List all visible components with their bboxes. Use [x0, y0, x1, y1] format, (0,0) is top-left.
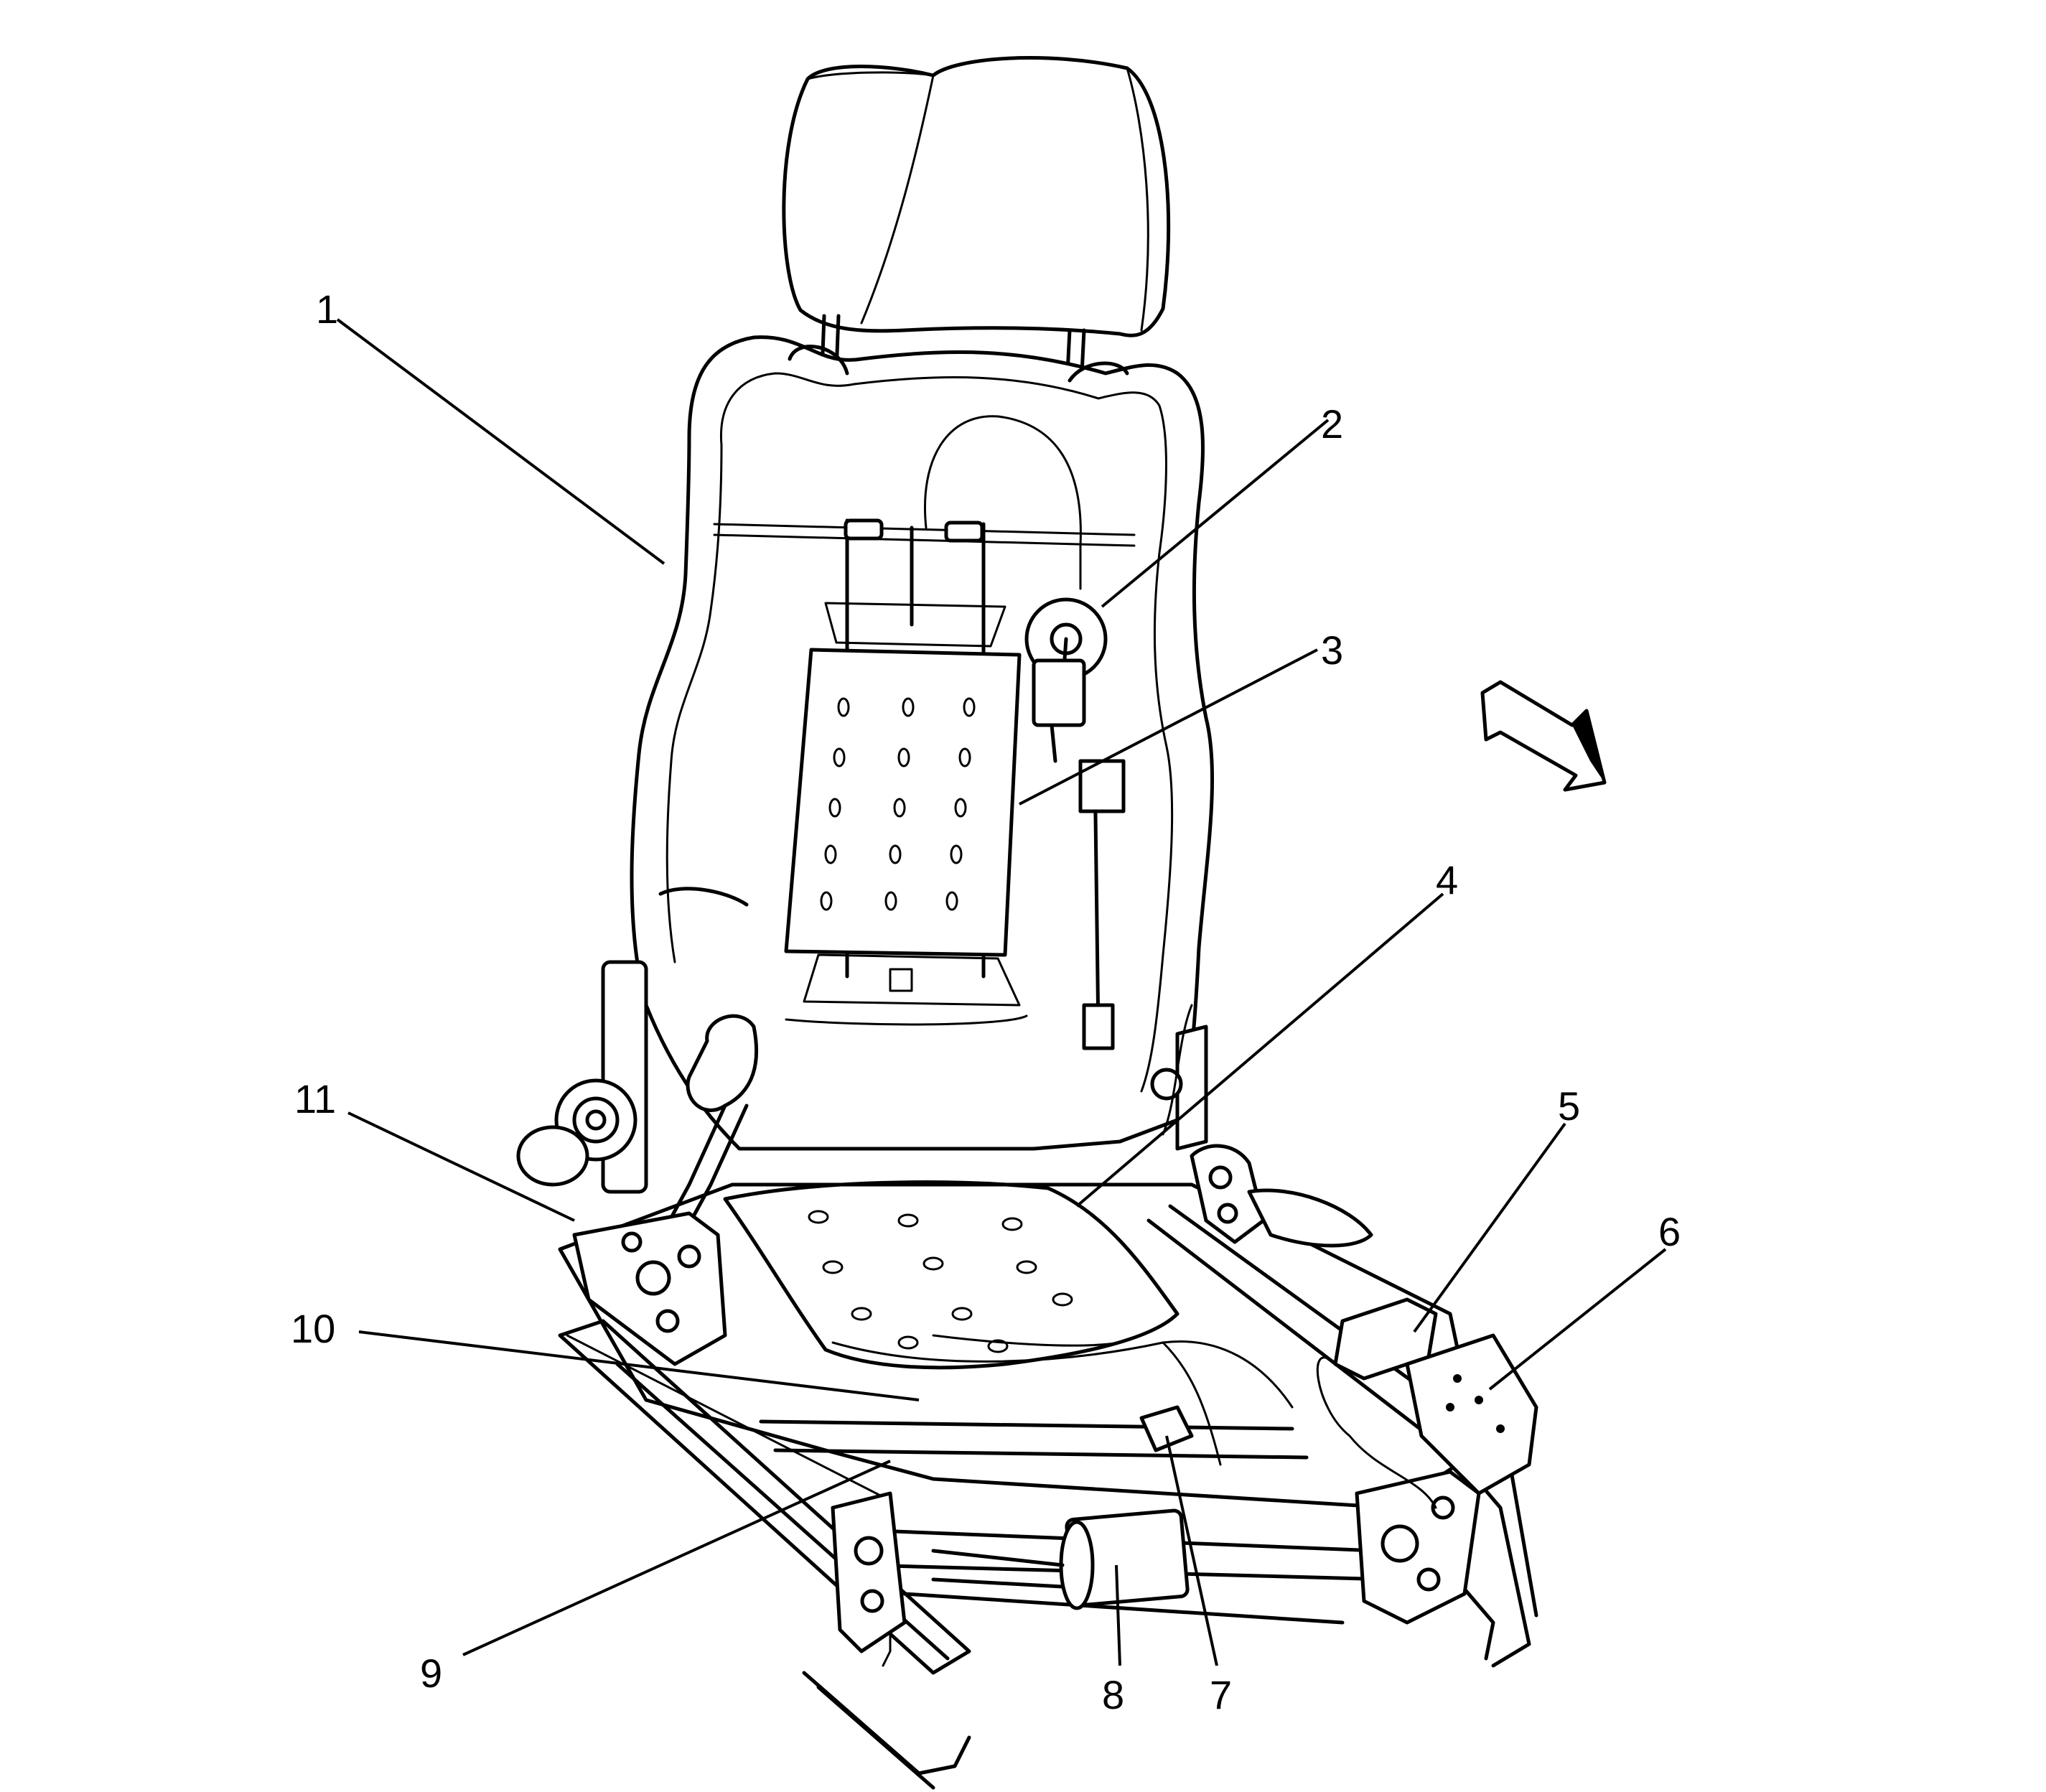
callout-7: 7 [1210, 1672, 1232, 1717]
lumbar-hole [828, 798, 841, 818]
lumbar-hole [945, 891, 958, 911]
seat-hole [1001, 1217, 1023, 1231]
seat-hole [822, 1260, 844, 1274]
lumbar-hole [833, 747, 846, 767]
lumbar-hole [837, 697, 850, 717]
headrest [782, 56, 1171, 337]
forward-direction-arrow-icon [1480, 680, 1607, 792]
recliner-pivot-left [516, 960, 759, 1294]
recliner-pivot-right [1150, 1004, 1208, 1151]
height-adjuster-motor [931, 1508, 1190, 1610]
callout-3: 3 [1321, 627, 1343, 673]
callout-6: 6 [1658, 1209, 1681, 1254]
callout-labels: 1 2 3 4 5 6 7 8 9 10 11 [291, 286, 1681, 1717]
seat-cushion-mat [723, 1180, 1180, 1370]
seat-side-plate-left [572, 1211, 727, 1366]
seat-position-sensor [1139, 1405, 1194, 1452]
lumbar-hole [893, 798, 906, 818]
callout-11: 11 [294, 1076, 336, 1121]
lumbar-hole [902, 697, 915, 717]
seat-bracket-right [1190, 1144, 1373, 1248]
lumbar-hole [884, 891, 897, 911]
lumbar-hole [824, 844, 837, 864]
seat-hole [851, 1307, 872, 1321]
seat-hole [951, 1307, 973, 1321]
lumbar-hole [954, 798, 967, 818]
lumbar-hole [963, 697, 976, 717]
seat-hole [922, 1256, 944, 1271]
seat-hole [808, 1210, 829, 1224]
lumbar-hole [958, 747, 971, 767]
lumbar-hole [897, 747, 910, 767]
seat-switch-assembly [1316, 1297, 1538, 1509]
seat-side-plate-right [1355, 1470, 1481, 1625]
seat-hole [987, 1339, 1009, 1353]
lumbar-motor [924, 415, 1126, 1050]
lumbar-hole [950, 844, 963, 864]
wiring-harness [831, 1334, 1294, 1466]
callout-2: 2 [1321, 401, 1343, 447]
seat-hole [1052, 1292, 1073, 1307]
seat-front-plate-left [831, 1491, 907, 1653]
seat-mat-holes [808, 1210, 1073, 1353]
lumbar-hole [889, 844, 902, 864]
lumbar-support-assembly [784, 518, 1028, 1026]
lumbar-hole [820, 891, 833, 911]
seat-hole [897, 1213, 919, 1228]
callout-10: 10 [291, 1306, 335, 1351]
lumbar-mat-holes [820, 697, 976, 911]
callout-8: 8 [1102, 1672, 1124, 1717]
callout-1: 1 [316, 286, 338, 332]
seat-hole [1016, 1260, 1037, 1274]
callout-5: 5 [1558, 1083, 1580, 1129]
callout-9: 9 [420, 1651, 442, 1696]
leader-lines [336, 318, 1667, 1666]
seat-hole [897, 1335, 919, 1350]
callout-4: 4 [1436, 857, 1458, 902]
